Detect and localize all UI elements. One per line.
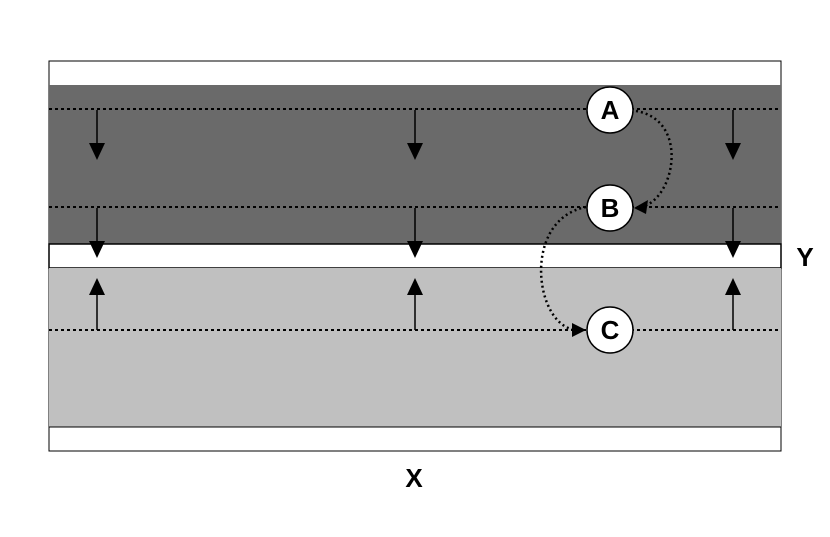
node-b-circle bbox=[586, 184, 634, 232]
node-c-circle bbox=[586, 306, 634, 354]
arrowhead-b-icon bbox=[634, 200, 648, 214]
node-a-circle bbox=[586, 86, 634, 134]
arrow-up-icon bbox=[407, 278, 423, 295]
arrows-down-upper bbox=[89, 110, 741, 160]
arrow-up-icon bbox=[89, 278, 105, 295]
arrows-up bbox=[89, 278, 741, 330]
arrowhead-c-icon bbox=[572, 323, 586, 337]
arrows-down-lower bbox=[89, 208, 741, 258]
node-c: C bbox=[586, 306, 634, 354]
x-axis-label: X bbox=[405, 463, 423, 493]
arrow-down-icon bbox=[89, 241, 105, 258]
node-a: A bbox=[586, 86, 634, 134]
arrow-down-icon bbox=[725, 143, 741, 160]
arrow-down-icon bbox=[725, 241, 741, 258]
arrow-down-icon bbox=[89, 143, 105, 160]
y-axis-label: Y bbox=[796, 242, 813, 272]
node-b: B bbox=[586, 184, 634, 232]
arrow-down-icon bbox=[407, 241, 423, 258]
arrow-up-icon bbox=[725, 278, 741, 295]
transition-a-to-b bbox=[635, 109, 673, 209]
node-b-label: B bbox=[601, 193, 620, 223]
node-c-label: C bbox=[601, 315, 620, 345]
transition-b-to-c bbox=[539, 205, 587, 332]
node-a-label: A bbox=[601, 95, 620, 125]
arrow-down-icon bbox=[407, 143, 423, 160]
